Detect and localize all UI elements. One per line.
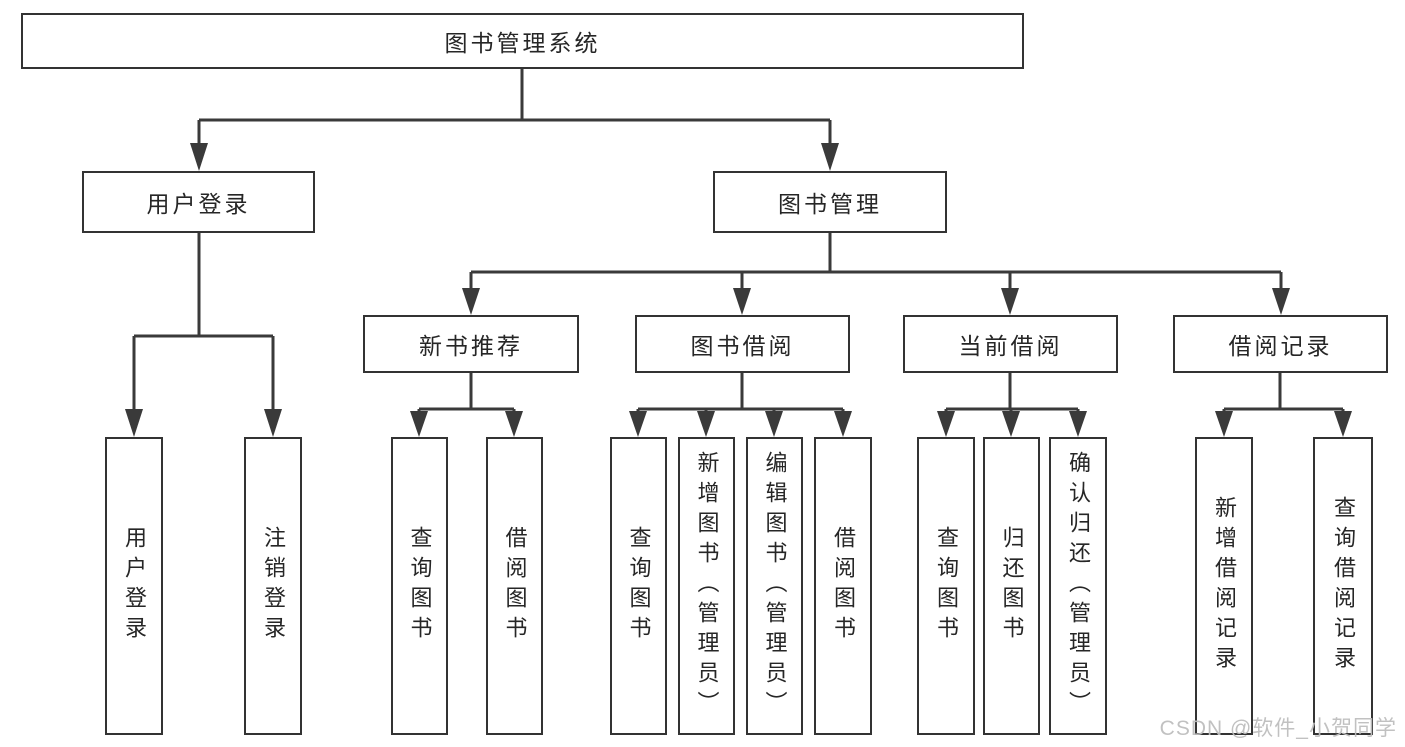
node-current-borrowing: 当前借阅 xyxy=(903,315,1118,373)
node-login: 用户登录 xyxy=(105,437,163,735)
node-edit-books-admin: 编辑图书（管理员） xyxy=(746,437,803,735)
edge-user-login-children xyxy=(125,233,282,437)
node-library-management-system: 图书管理系统 xyxy=(21,13,1024,69)
node-add-books-admin: 新增图书（管理员） xyxy=(678,437,735,735)
edge-borrow-records-children xyxy=(1215,373,1352,437)
edge-book-mgmt-children xyxy=(462,233,1290,315)
node-borrow-books: 借阅图书 xyxy=(486,437,543,735)
node-return-books: 归还图书 xyxy=(983,437,1040,735)
node-book-borrowing: 图书借阅 xyxy=(635,315,850,373)
node-add-borrowing-record: 新增借阅记录 xyxy=(1195,437,1253,735)
edge-book-borrow-children xyxy=(629,373,852,437)
node-borrow-books: 借阅图书 xyxy=(814,437,872,735)
watermark: CSDN @软件_小贺同学 xyxy=(1159,717,1397,740)
edge-current-borrow-children xyxy=(937,373,1087,437)
node-query-books: 查询图书 xyxy=(917,437,975,735)
node-logout: 注销登录 xyxy=(244,437,302,735)
node-user-login: 用户登录 xyxy=(82,171,315,233)
node-query-borrowing-record: 查询借阅记录 xyxy=(1313,437,1373,735)
edge-root-to-level2 xyxy=(190,69,839,171)
edge-new-book-rec-children xyxy=(410,373,523,437)
node-book-management: 图书管理 xyxy=(713,171,947,233)
node-query-books: 查询图书 xyxy=(391,437,448,735)
node-borrowing-records: 借阅记录 xyxy=(1173,315,1388,373)
node-confirm-return-admin: 确认归还（管理员） xyxy=(1049,437,1107,735)
node-new-book-recommendation: 新书推荐 xyxy=(363,315,579,373)
node-query-books: 查询图书 xyxy=(610,437,667,735)
